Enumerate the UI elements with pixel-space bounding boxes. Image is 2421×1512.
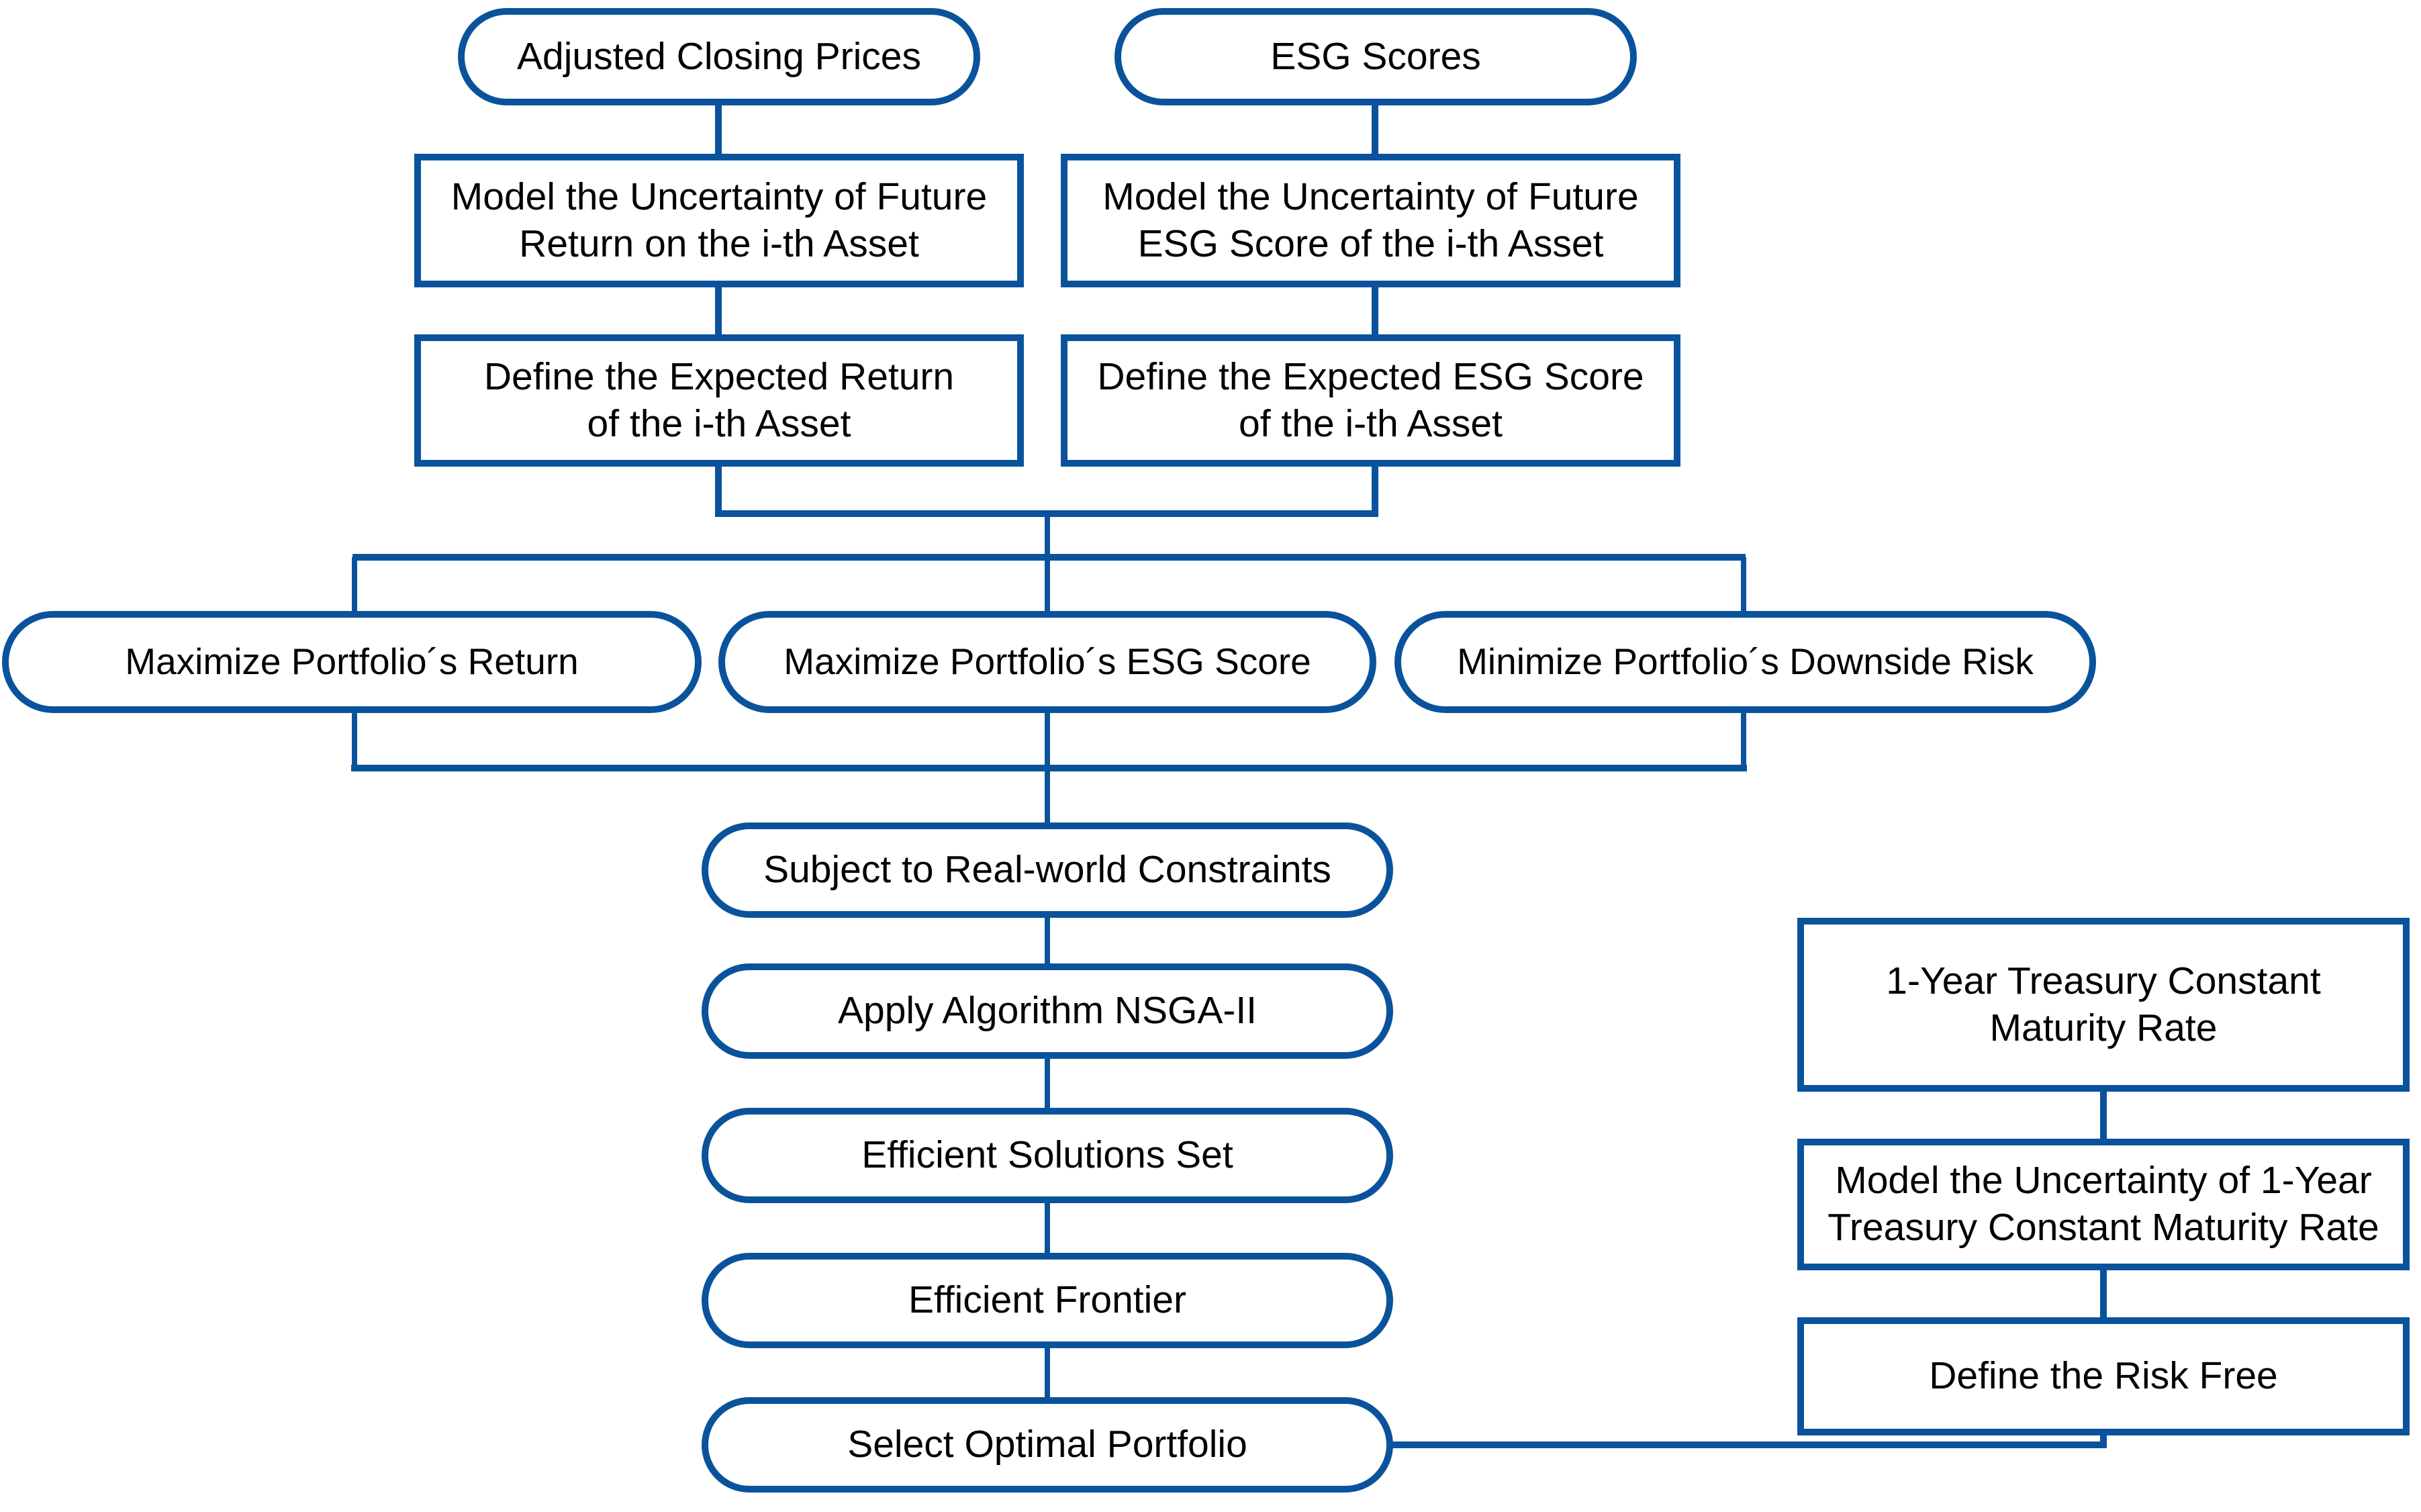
node-maximize-return[interactable]	[2, 611, 702, 713]
connector-layer	[351, 102, 2107, 1448]
node-efficient-solutions-set[interactable]	[702, 1108, 1393, 1203]
node-maximize-esg[interactable]	[718, 611, 1376, 713]
edge-riskfree-to-select	[1380, 1432, 2107, 1448]
node-model-esg-uncertainty[interactable]	[1061, 154, 1680, 287]
node-model-return-uncertainty[interactable]	[414, 154, 1024, 287]
node-layer	[2, 8, 2410, 1493]
node-define-expected-esg[interactable]	[1061, 334, 1680, 467]
node-define-expected-return[interactable]	[414, 334, 1024, 467]
node-adjusted-closing-prices[interactable]	[458, 8, 980, 105]
node-select-optimal-portfolio[interactable]	[702, 1397, 1393, 1493]
node-apply-nsga2[interactable]	[702, 963, 1393, 1059]
node-real-world-constraints[interactable]	[702, 822, 1393, 918]
node-define-risk-free[interactable]	[1797, 1317, 2410, 1435]
node-efficient-frontier[interactable]	[702, 1253, 1393, 1348]
node-minimize-risk[interactable]	[1394, 611, 2096, 713]
node-model-treasury-uncertainty[interactable]	[1797, 1139, 2410, 1270]
node-treasury-rate[interactable]	[1797, 918, 2410, 1092]
node-esg-scores[interactable]	[1114, 8, 1637, 105]
